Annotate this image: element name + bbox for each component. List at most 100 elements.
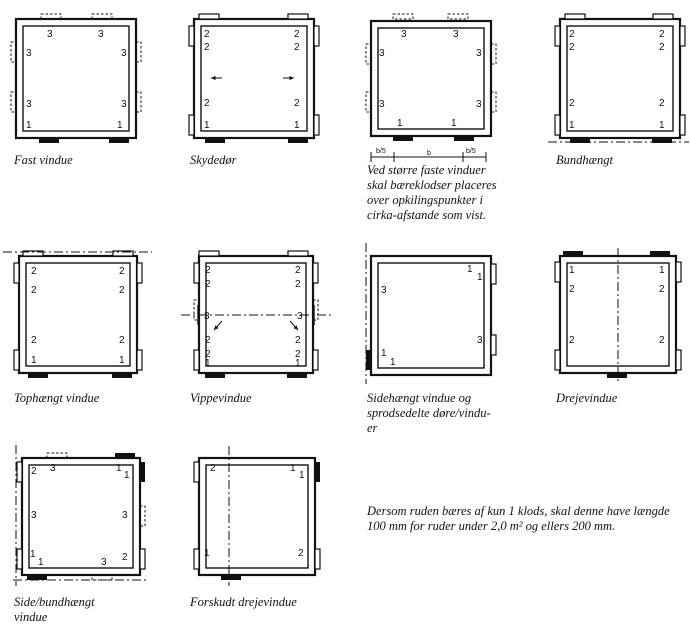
forskudt-block-left-lower — [193, 548, 200, 570]
vippe-block-bottom-left — [205, 373, 225, 378]
sidebund-block-bottom-left — [27, 575, 47, 580]
sidebund-block-top-right — [115, 453, 135, 458]
caption-fast-vindue: Fast vindue — [14, 153, 73, 167]
vippe-block-top-right — [287, 250, 309, 257]
dreje-block-left-upper — [554, 261, 561, 283]
fast-number-3: 3 — [26, 48, 32, 59]
sidebund-block-right-middle — [139, 505, 146, 527]
skydedor-number-1: 1 — [204, 120, 210, 131]
top-number-2: 2 — [119, 266, 125, 277]
dreje-block-left-lower — [554, 349, 561, 371]
vippe-number-2: 2 — [295, 279, 301, 290]
storre-glass-pane — [377, 27, 485, 130]
skydedor-block-right-upper — [313, 25, 320, 47]
skydedor-block-top-left — [198, 13, 220, 20]
storre-number-1: 1 — [451, 118, 457, 129]
vippe-arrow-right-head — [293, 325, 298, 330]
top-block-left-upper — [13, 262, 20, 284]
caption-bundhaengt: Bundhængt — [556, 153, 613, 167]
sidebund-number-3: 3 — [122, 510, 128, 521]
vippe-number-2: 2 — [295, 335, 301, 346]
fast-block-right-upper — [135, 41, 142, 63]
forskudt-glass-pane — [205, 464, 309, 569]
sidebund-block-top-left — [46, 452, 68, 459]
bund-number-2: 2 — [569, 29, 575, 40]
bund-block-bottom-right — [652, 138, 672, 143]
top-block-bottom-left — [28, 373, 48, 378]
skydedor-arrow-right-head — [289, 75, 294, 81]
vippe-block-right-upper — [312, 262, 319, 284]
storre-number-3: 3 — [453, 29, 459, 40]
fast-block-top-left — [40, 13, 62, 20]
vippe-number-1: 1 — [205, 358, 211, 369]
skydedor-block-top-right — [287, 13, 309, 20]
caption-tophaengt-vindue: Tophængt vindue — [14, 391, 100, 405]
sidebund-block-left-lower — [16, 548, 23, 570]
fast-block-left-lower — [10, 91, 17, 113]
forskudt-number-1: 1 — [290, 463, 296, 474]
fast-number-3: 3 — [47, 29, 53, 40]
storre-number-3: 3 — [401, 29, 407, 40]
top-number-2: 2 — [31, 285, 37, 296]
dreje-block-right-upper — [675, 261, 682, 283]
storre-block-top-left — [392, 13, 414, 20]
fast-block-bottom-right — [109, 138, 129, 143]
fast-number-3: 3 — [26, 99, 32, 110]
fast-number-3: 3 — [121, 48, 127, 59]
vippe-number-2: 2 — [295, 265, 301, 276]
fast-block-left-upper — [10, 41, 17, 63]
side-number-1: 1 — [390, 357, 396, 368]
bund-glass-pane — [566, 25, 674, 132]
caption-storre-faste-vinduer: Ved større faste vinduer skal bæreklodse… — [367, 163, 497, 222]
bund-block-bottom-left — [570, 138, 590, 143]
skydedor-block-bottom-left — [205, 138, 225, 143]
top-glass-pane — [25, 262, 131, 367]
top-block-top-left — [22, 250, 44, 257]
fast-block-top-right — [91, 13, 113, 20]
vippe-number-3: 3 — [297, 311, 303, 322]
dreje-glass-pane — [566, 262, 670, 367]
sidebund-block-bottom-right — [91, 574, 113, 581]
skydedor-number-2: 2 — [294, 42, 300, 53]
side-number-3: 3 — [381, 285, 387, 296]
top-number-2: 2 — [31, 266, 37, 277]
bund-number-1: 1 — [659, 120, 665, 131]
vippe-number-1: 1 — [295, 358, 301, 369]
side-block-left-lower — [366, 350, 371, 370]
dreje-number-2: 2 — [569, 284, 575, 295]
vippe-block-left-upper — [193, 262, 200, 284]
dreje-number-1: 1 — [569, 265, 575, 276]
top-number-2: 2 — [119, 285, 125, 296]
sidebund-number-2: 2 — [122, 552, 128, 563]
note-single-block-length: Dersom ruden bæres af kun 1 klods, skal … — [367, 504, 670, 533]
vippe-number-2: 2 — [205, 265, 211, 276]
dreje-number-2: 2 — [569, 335, 575, 346]
forskudt-number-1: 1 — [204, 548, 210, 559]
storre-block-right-lower — [490, 91, 497, 113]
forskudt-number-1: 1 — [299, 470, 305, 481]
top-outer-frame — [17, 254, 139, 375]
side-number-1: 1 — [381, 348, 387, 359]
forskudt-block-bottom — [221, 575, 241, 580]
sidebund-number-2: 2 — [31, 466, 37, 477]
side-outer-frame — [369, 254, 493, 377]
dreje-number-2: 2 — [659, 284, 665, 295]
sidebund-number-1: 1 — [116, 463, 122, 474]
side-number-3: 3 — [477, 335, 483, 346]
bund-number-1: 1 — [569, 120, 575, 131]
vippe-block-bottom-right — [287, 373, 307, 378]
fast-outer-frame — [14, 17, 138, 140]
fast-number-1: 1 — [117, 120, 123, 131]
sidebund-number-1: 1 — [30, 549, 36, 560]
sidebund-block-right-lower — [139, 548, 146, 570]
vippe-block-top-left — [198, 250, 220, 257]
bund-block-right-upper — [679, 25, 686, 47]
sidebund-number-1: 1 — [124, 470, 130, 481]
side-number-1: 1 — [477, 272, 483, 283]
storre-block-left-lower — [365, 91, 372, 113]
skydedor-block-left-upper — [188, 25, 195, 47]
sidebund-glass-pane — [28, 464, 134, 569]
storre-block-bottom-right — [454, 136, 474, 141]
storre-block-top-right — [447, 13, 469, 20]
